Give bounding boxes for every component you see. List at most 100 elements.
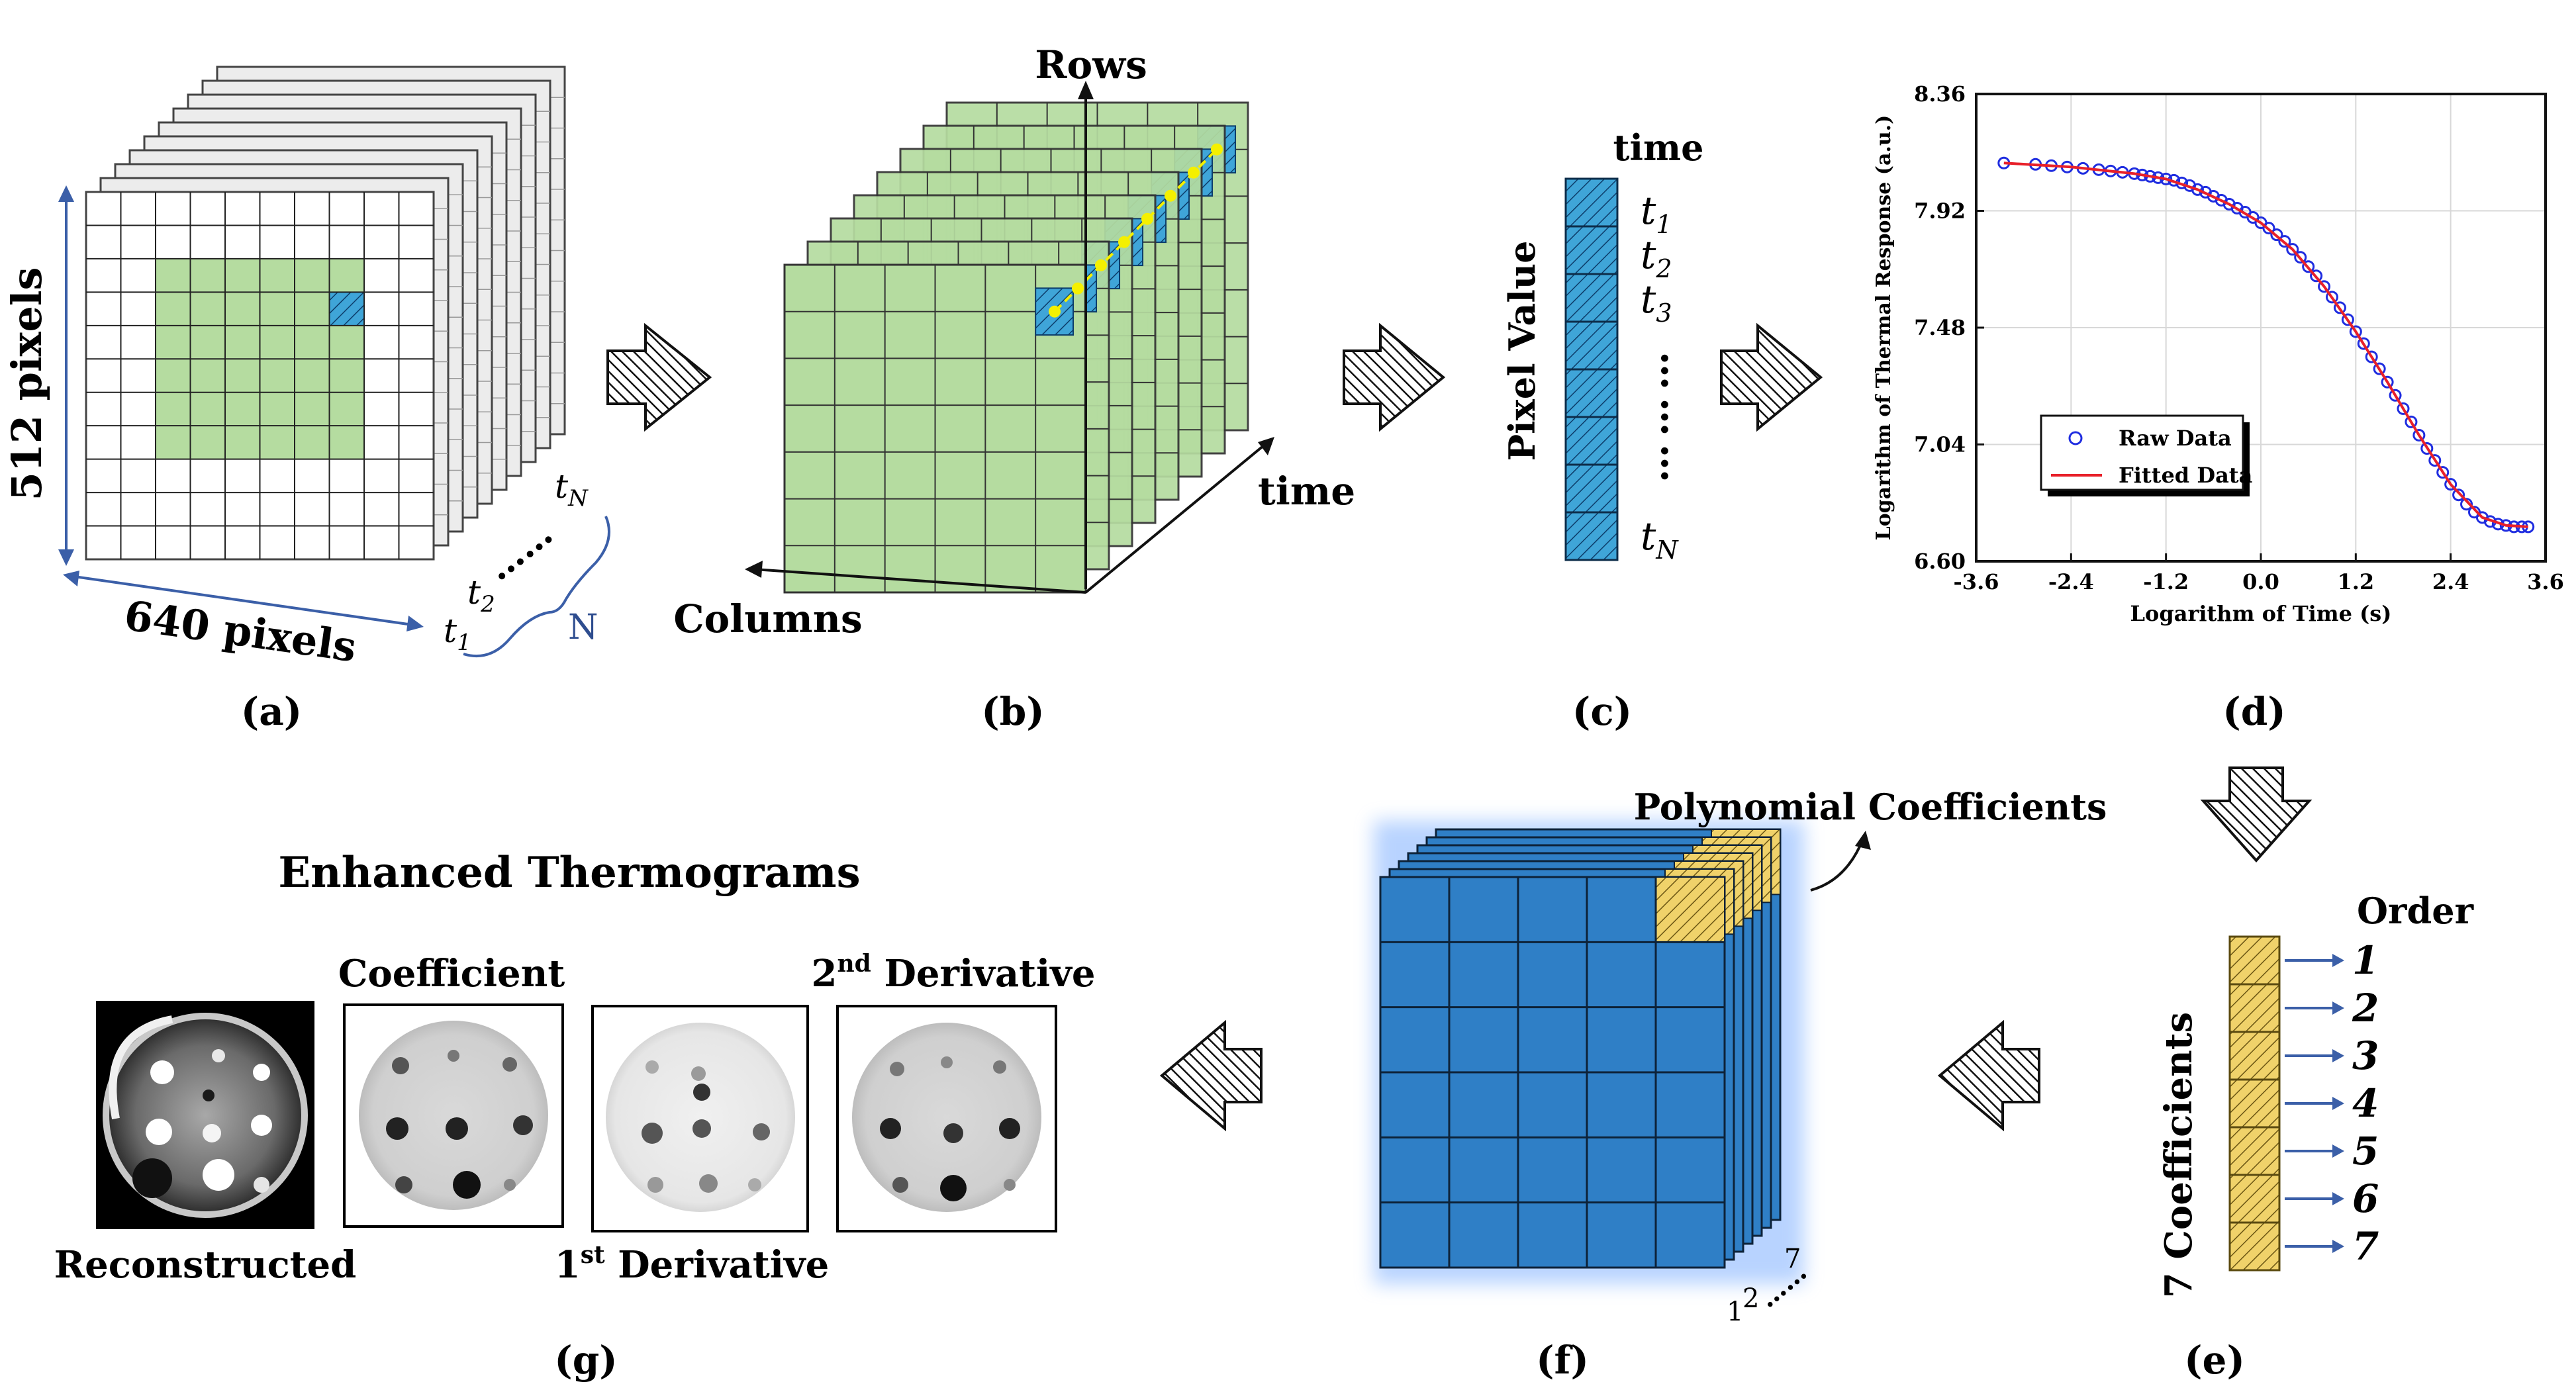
- raw-data-point: [2310, 269, 2323, 283]
- x-tick-label: 0.0: [2242, 569, 2279, 594]
- order-label: 3: [2352, 1033, 2379, 1078]
- raw-data-point: [2420, 442, 2434, 455]
- height-arrowhead-bottom: [58, 549, 74, 566]
- raw-data-point: [2397, 402, 2410, 415]
- time-frame-layer: [783, 263, 1087, 594]
- raw-data-point: [2286, 243, 2299, 256]
- layer-label-2: 2: [1742, 1283, 1759, 1314]
- layer-label-7: 7: [1784, 1244, 1801, 1274]
- raw-data-point: [2357, 337, 2370, 350]
- coefficient-cell: [2228, 1221, 2281, 1272]
- series-label-t2: t2: [1641, 232, 1672, 283]
- order-label: 4: [2352, 1081, 2379, 1126]
- raw-data-point: [2341, 313, 2354, 326]
- y-tick-label: 8.36: [1914, 81, 1966, 107]
- order-arrowhead: [2332, 1001, 2344, 1015]
- coefficient-cell: [2228, 1031, 2281, 1081]
- columns-axis: [754, 568, 1086, 594]
- plot-border: [1975, 93, 2547, 563]
- columns-axis-arrowhead: [745, 561, 763, 578]
- second-derivative-label: 2nd Derivative: [812, 950, 1096, 996]
- raw-data-point: [2302, 260, 2315, 273]
- caption-f: (f): [1536, 1338, 1589, 1383]
- raw-data-point: [2262, 222, 2275, 235]
- coefficients-axis-label: 7 Coefficients: [2157, 1012, 2201, 1298]
- pixel-trace-point: [1141, 212, 1153, 225]
- width-arrowhead-left: [63, 571, 79, 586]
- order-arrowhead: [2332, 954, 2344, 967]
- raw-data-point: [2381, 375, 2394, 389]
- y-tick-label: 6.60: [1914, 549, 1966, 574]
- caption-b: (b): [981, 689, 1044, 734]
- height-label: 512 pixels: [3, 267, 51, 501]
- pixel-trace-point: [1048, 305, 1061, 318]
- raw-data-point: [2278, 235, 2291, 248]
- frame-layer: [85, 191, 435, 561]
- legend-raw-marker: [2068, 431, 2083, 445]
- caption-a: (a): [241, 689, 302, 734]
- coefficient-thermogram: [343, 1003, 564, 1228]
- flow-arrow-f-g: [1159, 1019, 1263, 1132]
- x-axis-label: Logarithm of Time (s): [2130, 601, 2392, 626]
- time-axis-label: time: [1258, 469, 1355, 514]
- raw-data-point: [2270, 228, 2283, 242]
- caption-e: (e): [2184, 1338, 2245, 1383]
- y-tick-label: 7.48: [1914, 315, 1966, 340]
- raw-data-point: [2460, 498, 2473, 511]
- pixel-trace-point: [1094, 259, 1107, 271]
- y-axis-label: Logarithm of Thermal Response (a.u.): [1872, 115, 1895, 541]
- coefficient-cell: [2228, 1174, 2281, 1224]
- order-arrowhead: [2332, 1144, 2344, 1158]
- caption-c: (c): [1572, 689, 1632, 734]
- time-axis: [1084, 441, 1269, 594]
- time-header: time: [1613, 126, 1704, 169]
- x-tick-label: -1.2: [2143, 569, 2189, 594]
- raw-data-point: [2452, 488, 2465, 502]
- layer-label-1: 1: [1727, 1297, 1743, 1327]
- series-dots-3: …: [1652, 444, 1697, 483]
- second-derivative-thermogram: [836, 1005, 1057, 1232]
- raw-data-point: [2405, 415, 2418, 428]
- time-sample-cell: [1564, 177, 1619, 228]
- series-dots-1: …: [1652, 351, 1697, 390]
- rows-axis-arrowhead: [1078, 81, 1094, 99]
- panel-b-pixel-volume: [745, 81, 1274, 594]
- coefficient-layer: [1379, 876, 1726, 1269]
- series-label-t3: t3: [1641, 277, 1672, 328]
- y-tick-label: 7.04: [1914, 432, 1966, 457]
- order-arrowhead: [2332, 1049, 2344, 1062]
- pixel-trace-point: [1164, 189, 1176, 202]
- x-tick-label: -2.4: [2048, 569, 2094, 594]
- first-derivative-thermogram: [591, 1005, 809, 1232]
- order-label: 1: [2352, 938, 2379, 983]
- raw-data-point: [2428, 454, 2442, 467]
- frame-count-label: N: [568, 608, 598, 647]
- order-label: 2: [2352, 986, 2379, 1031]
- frame-ellipsis: ……: [478, 512, 561, 589]
- fitted-data-line: [2003, 162, 2528, 528]
- flow-arrow-d-e: [2200, 766, 2313, 863]
- order-arrowhead: [2332, 1097, 2344, 1110]
- pixel-trace-point: [1118, 236, 1130, 248]
- flow-arrow-c-d: [1720, 322, 1823, 432]
- height-arrowhead-top: [58, 185, 74, 202]
- time-sample-cell: [1564, 273, 1619, 323]
- panel-c-pixel-time-series: [1564, 177, 1619, 561]
- raw-data-point: [2373, 362, 2386, 375]
- series-label-t1: t1: [1641, 188, 1672, 239]
- panel-a-frame-stack: [58, 66, 566, 631]
- order-header: Order: [2357, 890, 2474, 932]
- time-sample-cell: [1564, 416, 1619, 466]
- coefficient-cell: [2228, 935, 2281, 986]
- order-arrowhead: [2332, 1240, 2344, 1253]
- order-label: 5: [2352, 1129, 2379, 1174]
- width-arrowhead-right: [406, 616, 424, 631]
- x-tick-label: 3.6: [2527, 569, 2564, 594]
- flow-arrow-a-b: [606, 322, 712, 432]
- enhanced-thermograms-title: Enhanced Thermograms: [278, 848, 860, 898]
- polynomial-coefficients-title: Polynomial Coefficients: [1634, 786, 2107, 828]
